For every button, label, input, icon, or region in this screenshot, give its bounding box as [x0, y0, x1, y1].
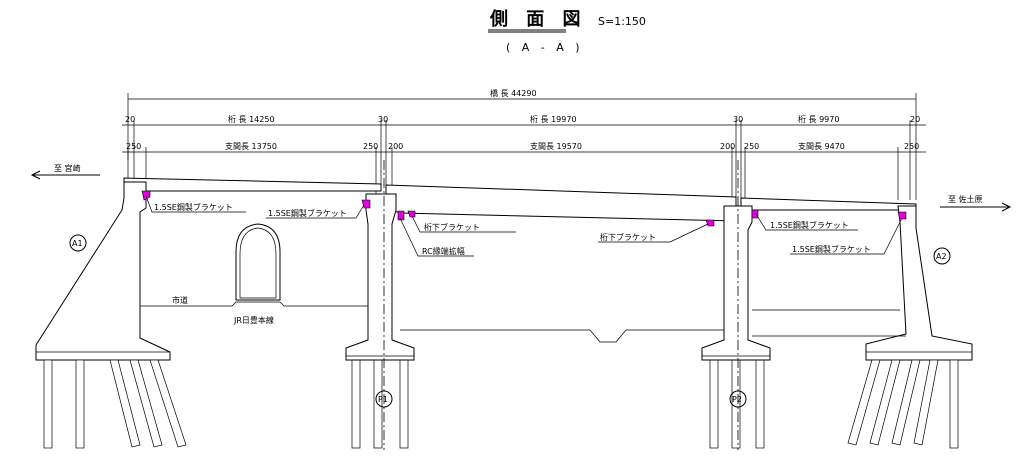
pier-p1: P1 [345, 160, 415, 450]
girder-span3 [740, 197, 917, 211]
label-bracket-p1: 1.5SE鋼製ブラケット [268, 208, 347, 218]
ground-features: 市道 JR日豊本線 [140, 223, 906, 343]
dim-girder-span3: 桁 長 9970 [798, 114, 839, 124]
rc-widening-block [397, 210, 405, 221]
dim-bridge-length: 橋 長 44290 [490, 88, 537, 98]
dim-support-span2: 支間長 19570 [530, 141, 582, 151]
dim-support-d6: 250 [904, 142, 919, 151]
section-label: ( A - A ) [506, 41, 584, 54]
bracket-a1 [141, 190, 151, 201]
bracket-p2 [751, 209, 759, 219]
city-road-label: 市道 [172, 295, 188, 305]
support-a2-marker [933, 247, 951, 265]
abutment-a1: A1 [35, 181, 187, 449]
label-girder-bracket-p2: 桁下ブラケット [600, 232, 656, 242]
dim-support-d5: 250 [744, 142, 759, 151]
bracket-a2 [897, 211, 907, 220]
dim-girder-span1: 桁 長 14250 [228, 114, 275, 124]
title-block: 側 面 図 S=1:150 ( A - A ) [488, 8, 646, 54]
direction-left-label: 至 宮崎 [54, 163, 81, 173]
support-p2-label: P2 [732, 395, 742, 404]
dim-support-d3: 200 [388, 142, 403, 151]
dim-joint1: 30 [378, 115, 388, 124]
dimension-lines: 橋 長 44290 20 桁 長 14250 30 桁 長 19970 30 桁… [122, 88, 926, 200]
label-bracket-p2: 1.5SE鋼製ブラケット [770, 220, 849, 230]
support-a1-label: A1 [72, 239, 83, 248]
support-p1-marker [375, 390, 393, 408]
dim-support-span1: 支間長 13750 [225, 141, 277, 151]
girder-span2 [385, 184, 737, 222]
label-bracket-a2: 1.5SE鋼製ブラケット [792, 244, 871, 254]
support-p2-marker [729, 390, 747, 408]
direction-right-label: 至 佐土原 [948, 194, 983, 204]
support-p1-label: P1 [378, 395, 388, 404]
brackets [141, 190, 907, 227]
girder-span1 [123, 177, 382, 192]
dim-support-span3: 支間長 9470 [798, 141, 845, 151]
support-a1-marker [69, 234, 87, 252]
bracket-p1-end [361, 199, 371, 209]
support-a2-label: A2 [936, 252, 947, 261]
jr-line-label: JR日豊本線 [233, 315, 274, 325]
drawing-scale: S=1:150 [598, 15, 646, 28]
dim-joint2: 30 [733, 115, 743, 124]
dim-support-d4: 200 [720, 142, 735, 151]
callouts: 1.5SE鋼製ブラケット 1.5SE鋼製ブラケット 桁下ブラケット RC縁端拡幅… [145, 195, 903, 257]
girder-bracket-p2 [705, 219, 715, 227]
dim-left-offset: 20 [125, 115, 135, 124]
drawing-title: 側 面 図 [489, 8, 587, 30]
direction-left: 至 宮崎 [30, 163, 100, 180]
label-rc-widening: RC縁端拡幅 [422, 246, 465, 256]
label-bracket-a1: 1.5SE鋼製ブラケット [154, 202, 233, 212]
dim-support-d2: 250 [363, 142, 378, 151]
dim-support-d1: 250 [126, 142, 141, 151]
dim-right-offset: 20 [910, 115, 920, 124]
pier-p2: P2 [701, 160, 771, 450]
girder-bracket-p1 [407, 210, 416, 218]
direction-right: 至 佐土原 [940, 194, 1012, 212]
dim-girder-span2: 桁 長 19970 [530, 114, 577, 124]
label-girder-bracket-p1: 桁下ブラケット [424, 222, 480, 232]
superstructure [123, 177, 917, 222]
abutment-a2: A2 [847, 205, 973, 449]
railway-gauge-outline [235, 223, 281, 301]
